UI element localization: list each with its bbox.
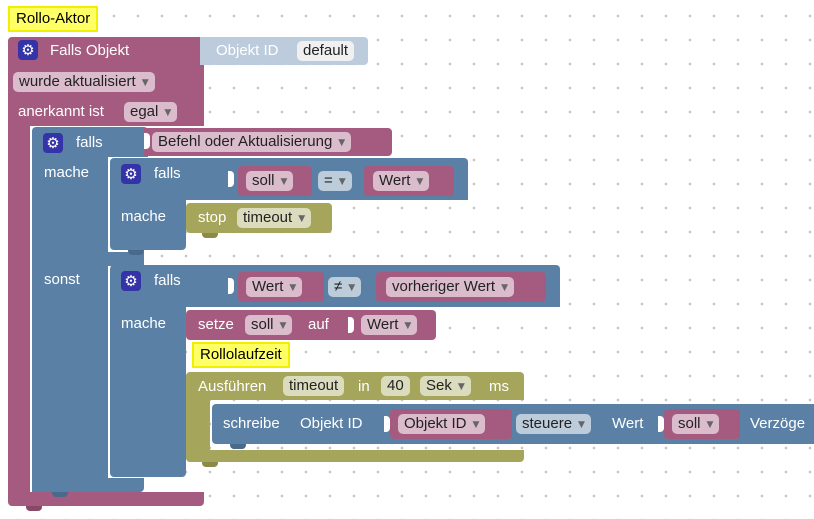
schreibe-objekt-id-label: Objekt ID	[300, 415, 363, 432]
setze-label: setze	[198, 316, 234, 333]
setze-value-dropdown[interactable]: Wert▼	[361, 315, 418, 335]
schreibe-bottom-notch	[230, 444, 246, 449]
trigger-bottom-notch	[26, 506, 42, 511]
stop-label: stop	[198, 209, 227, 226]
in-label: in	[358, 378, 370, 395]
inner-if2-condition-connector	[228, 278, 234, 294]
compare1-left-dropdown[interactable]: soll▼	[246, 171, 294, 191]
timeout-bottom-notch	[202, 462, 218, 467]
trigger-gear-icon[interactable]: ⚙	[18, 40, 38, 60]
setze-var-dropdown[interactable]: soll▼	[245, 315, 293, 335]
condition-connector	[144, 133, 150, 149]
outer-if-sonst: sonst	[44, 271, 80, 288]
chevron-down-icon: ▼	[706, 420, 714, 430]
trigger-block-arm	[8, 126, 30, 492]
chevron-down-icon: ▼	[457, 382, 465, 392]
schreibe-mode-dropdown[interactable]: steuere▼	[516, 414, 591, 434]
condition-dropdown[interactable]: Befehl oder Aktualisierung▼	[152, 132, 352, 152]
inner-if2-foot	[110, 463, 186, 477]
compare2-op-dropdown[interactable]: ≠▼	[328, 277, 362, 297]
schreibe-wert-dropdown[interactable]: soll▼	[672, 414, 720, 434]
trigger-objekt-id-label: Objekt ID	[216, 42, 279, 59]
inner-if2-mache: mache	[121, 315, 167, 332]
timeout-unit-dropdown[interactable]: Sek▼	[420, 376, 471, 396]
timeout-block-foot	[186, 450, 524, 462]
compare1-right-dropdown[interactable]: Wert▼	[373, 171, 430, 191]
outer-if-bottom-notch	[52, 492, 68, 497]
schreibe-wert-connector	[658, 416, 664, 432]
chevron-down-icon: ▼	[338, 177, 346, 187]
outer-if-arm	[32, 157, 108, 492]
inner-if1-bottom-notch	[128, 250, 144, 255]
outer-if-falls: falls	[76, 134, 103, 151]
trigger-block-foot	[8, 492, 204, 506]
schreibe-label: schreibe	[223, 415, 280, 432]
chevron-down-icon: ▼	[501, 283, 509, 293]
chevron-down-icon: ▼	[416, 177, 424, 187]
rollo-aktor-comment[interactable]: Rollo-Aktor	[8, 6, 99, 32]
schreibe-objekt-connector	[384, 416, 390, 432]
inner-if2-falls: falls	[154, 272, 181, 289]
inner-if1-mache: mache	[121, 208, 167, 225]
compare2-left-dropdown[interactable]: Wert▼	[246, 277, 303, 297]
chevron-down-icon: ▼	[289, 283, 297, 293]
timeout-block-arm	[186, 400, 210, 450]
outer-if-gear-icon[interactable]: ⚙	[43, 133, 63, 153]
outer-if-foot	[32, 478, 144, 492]
stop-timeout-dropdown[interactable]: timeout▼	[237, 208, 312, 228]
compare2-right-dropdown[interactable]: vorheriger Wert▼	[386, 277, 515, 297]
compare1-op-dropdown[interactable]: =▼	[318, 171, 352, 191]
inner-if1-gear-icon[interactable]: ⚙	[121, 164, 141, 184]
setze-value-connector	[348, 317, 354, 333]
inner-if1-arm	[110, 200, 186, 236]
chevron-down-icon: ▼	[338, 138, 346, 148]
chevron-down-icon: ▼	[280, 177, 288, 187]
rollolaufzeit-comment[interactable]: Rollolaufzeit	[192, 342, 290, 368]
chevron-down-icon: ▼	[578, 420, 585, 430]
schreibe-verzoegerung-label: Verzöge	[750, 415, 806, 432]
schreibe-objekt-id-dropdown[interactable]: Objekt ID▼	[398, 414, 486, 434]
inner-if2-arm	[110, 307, 186, 463]
timeout-amount-field[interactable]: 40	[381, 376, 410, 396]
auf-label: auf	[308, 316, 329, 333]
inner-if1-condition-connector	[228, 171, 234, 187]
chevron-down-icon: ▼	[298, 214, 306, 224]
stop-timeout-notch	[202, 233, 218, 238]
chevron-down-icon: ▼	[164, 108, 172, 118]
outer-if-mache: mache	[44, 164, 90, 181]
ausfuehren-label: Ausführen	[198, 378, 267, 395]
inner-if1-falls: falls	[154, 165, 181, 182]
timeout-name-field[interactable]: timeout	[283, 376, 345, 396]
chevron-down-icon: ▼	[141, 78, 149, 88]
chevron-down-icon: ▼	[279, 321, 287, 331]
inner-if2-gear-icon[interactable]: ⚙	[121, 271, 141, 291]
chevron-down-icon: ▼	[404, 321, 412, 331]
trigger-label: Falls Objekt	[50, 42, 130, 59]
chevron-down-icon: ▼	[472, 420, 480, 430]
schreibe-wert-label: Wert	[612, 415, 644, 432]
anerkannt-dropdown[interactable]: egal▼	[124, 102, 178, 122]
anerkannt-label: anerkannt ist	[18, 103, 104, 120]
chevron-down-icon: ▼	[348, 283, 356, 293]
outer-if-sonst-bar	[32, 252, 144, 266]
aktualisiert-dropdown[interactable]: wurde aktualisiert▼	[13, 72, 155, 92]
inner-if1-foot	[110, 236, 186, 250]
trigger-objekt-id-value[interactable]: default	[297, 41, 355, 61]
ms-label: ms	[489, 378, 509, 395]
